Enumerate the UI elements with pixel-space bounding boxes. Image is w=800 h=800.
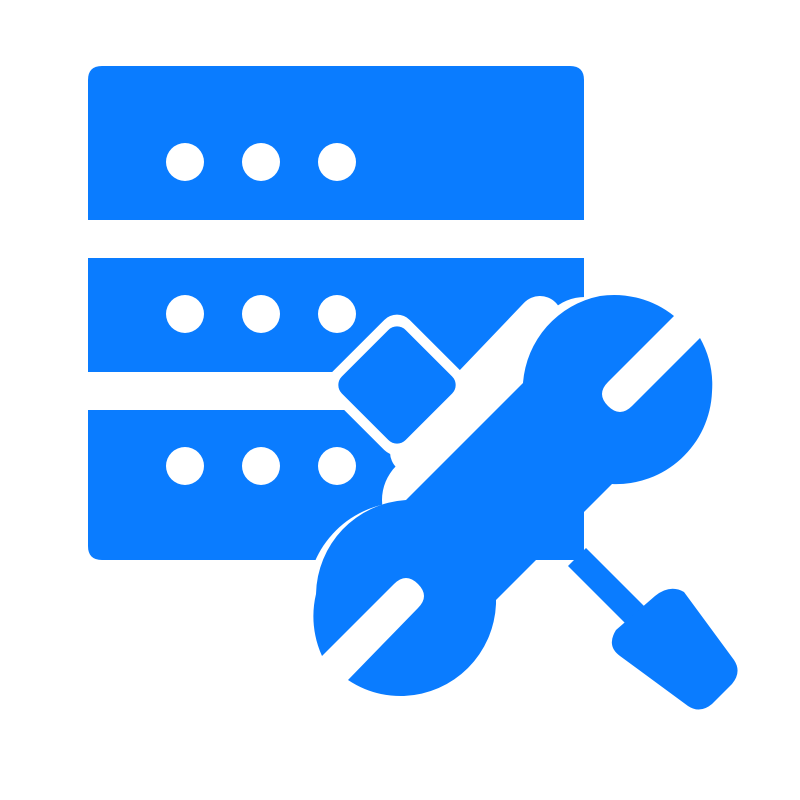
screwdriver-handle bbox=[338, 326, 456, 444]
indicator-dot bbox=[242, 143, 280, 181]
indicator-dot bbox=[242, 447, 280, 485]
indicator-dot bbox=[318, 447, 356, 485]
indicator-dot bbox=[318, 143, 356, 181]
wrench-icon bbox=[313, 294, 713, 697]
screwdriver-icon bbox=[338, 326, 738, 710]
indicator-dot bbox=[166, 143, 204, 181]
screwdriver-tip bbox=[611, 588, 738, 710]
indicator-dot bbox=[166, 447, 204, 485]
indicator-dot bbox=[242, 295, 280, 333]
indicator-dot bbox=[166, 295, 204, 333]
wrench-body bbox=[313, 294, 713, 697]
server-unit-top bbox=[88, 66, 584, 220]
indicator-dot bbox=[318, 295, 356, 333]
